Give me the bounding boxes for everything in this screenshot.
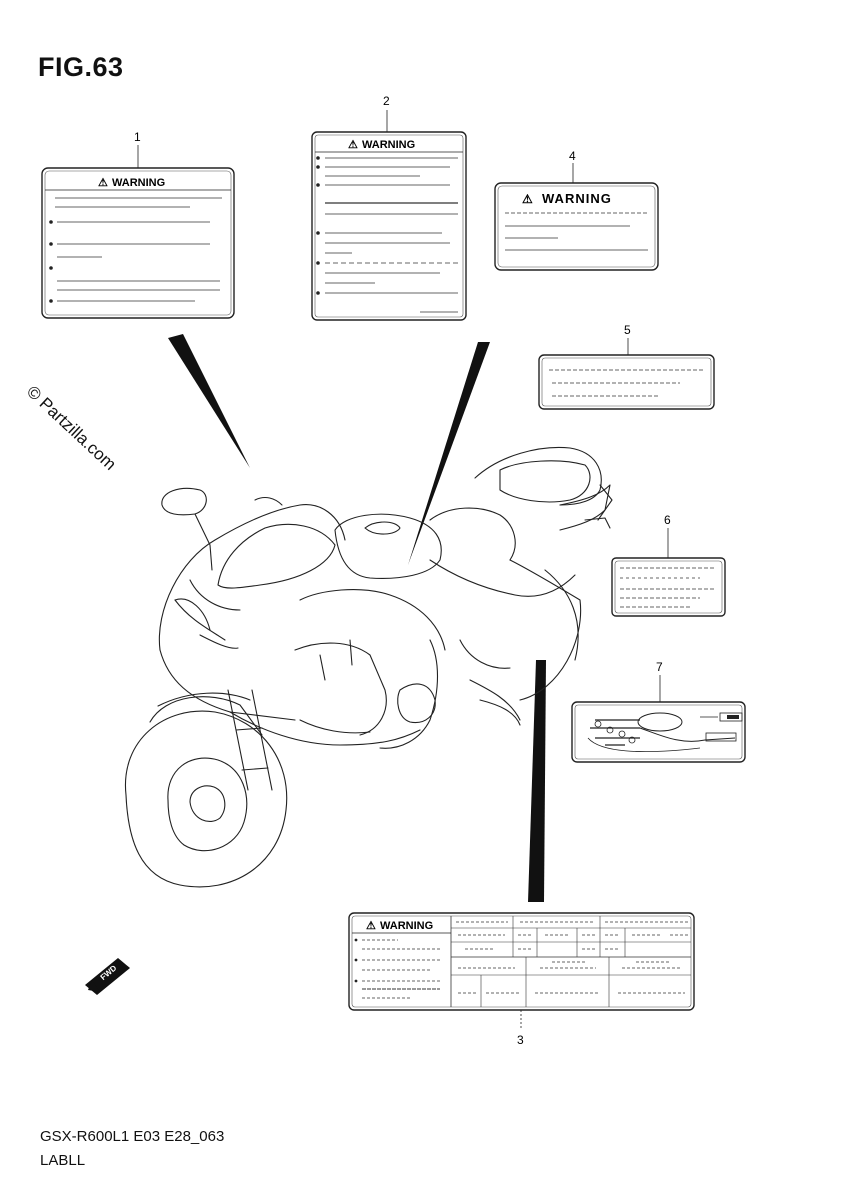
callout-3: 3 [517, 1033, 524, 1047]
callout-leaders [137, 110, 669, 1030]
callout-4: 4 [569, 149, 576, 163]
label-1-warning-text: WARNING [112, 177, 165, 189]
pointer-label-3 [528, 660, 546, 902]
figure-code: GSX-R600L1 E03 E28_063 [40, 1128, 225, 1145]
label-1-warning-symbol: ⚠ [98, 177, 108, 189]
label-4[interactable]: ⚠ WARNING [494, 182, 659, 271]
pointer-label-1 [168, 334, 250, 468]
callout-7: 7 [656, 660, 663, 674]
label-2-warning-symbol: ⚠ [348, 139, 358, 151]
label-3[interactable]: ⚠ WARNING [348, 912, 695, 1011]
label-4-warning-symbol: ⚠ [522, 192, 533, 206]
label-3-warning-symbol: ⚠ [366, 920, 376, 932]
figure-title: FIG.63 [38, 52, 124, 82]
label-6[interactable] [611, 557, 726, 617]
label-1[interactable]: ⚠ WARNING [41, 167, 235, 319]
pointer-label-2 [408, 342, 490, 565]
callout-2: 2 [383, 94, 390, 108]
callout-6: 6 [664, 513, 671, 527]
label-4-warning-text: WARNING [542, 191, 612, 206]
callout-numbers: 1 2 3 4 5 6 7 [134, 94, 671, 1047]
label-7[interactable] [571, 701, 746, 763]
label-3-warning-text: WARNING [380, 920, 433, 932]
motorcycle-outline [124, 446, 613, 888]
label-2[interactable]: ⚠ WARNING [311, 131, 467, 321]
callout-1: 1 [134, 130, 141, 144]
pointer-wedges [168, 334, 546, 902]
label-5[interactable] [538, 354, 715, 410]
label-2-warning-text: WARNING [362, 139, 415, 151]
callout-5: 5 [624, 323, 631, 337]
forward-direction-marker: FWD [85, 958, 130, 995]
figure-name: LABLL [40, 1152, 86, 1169]
